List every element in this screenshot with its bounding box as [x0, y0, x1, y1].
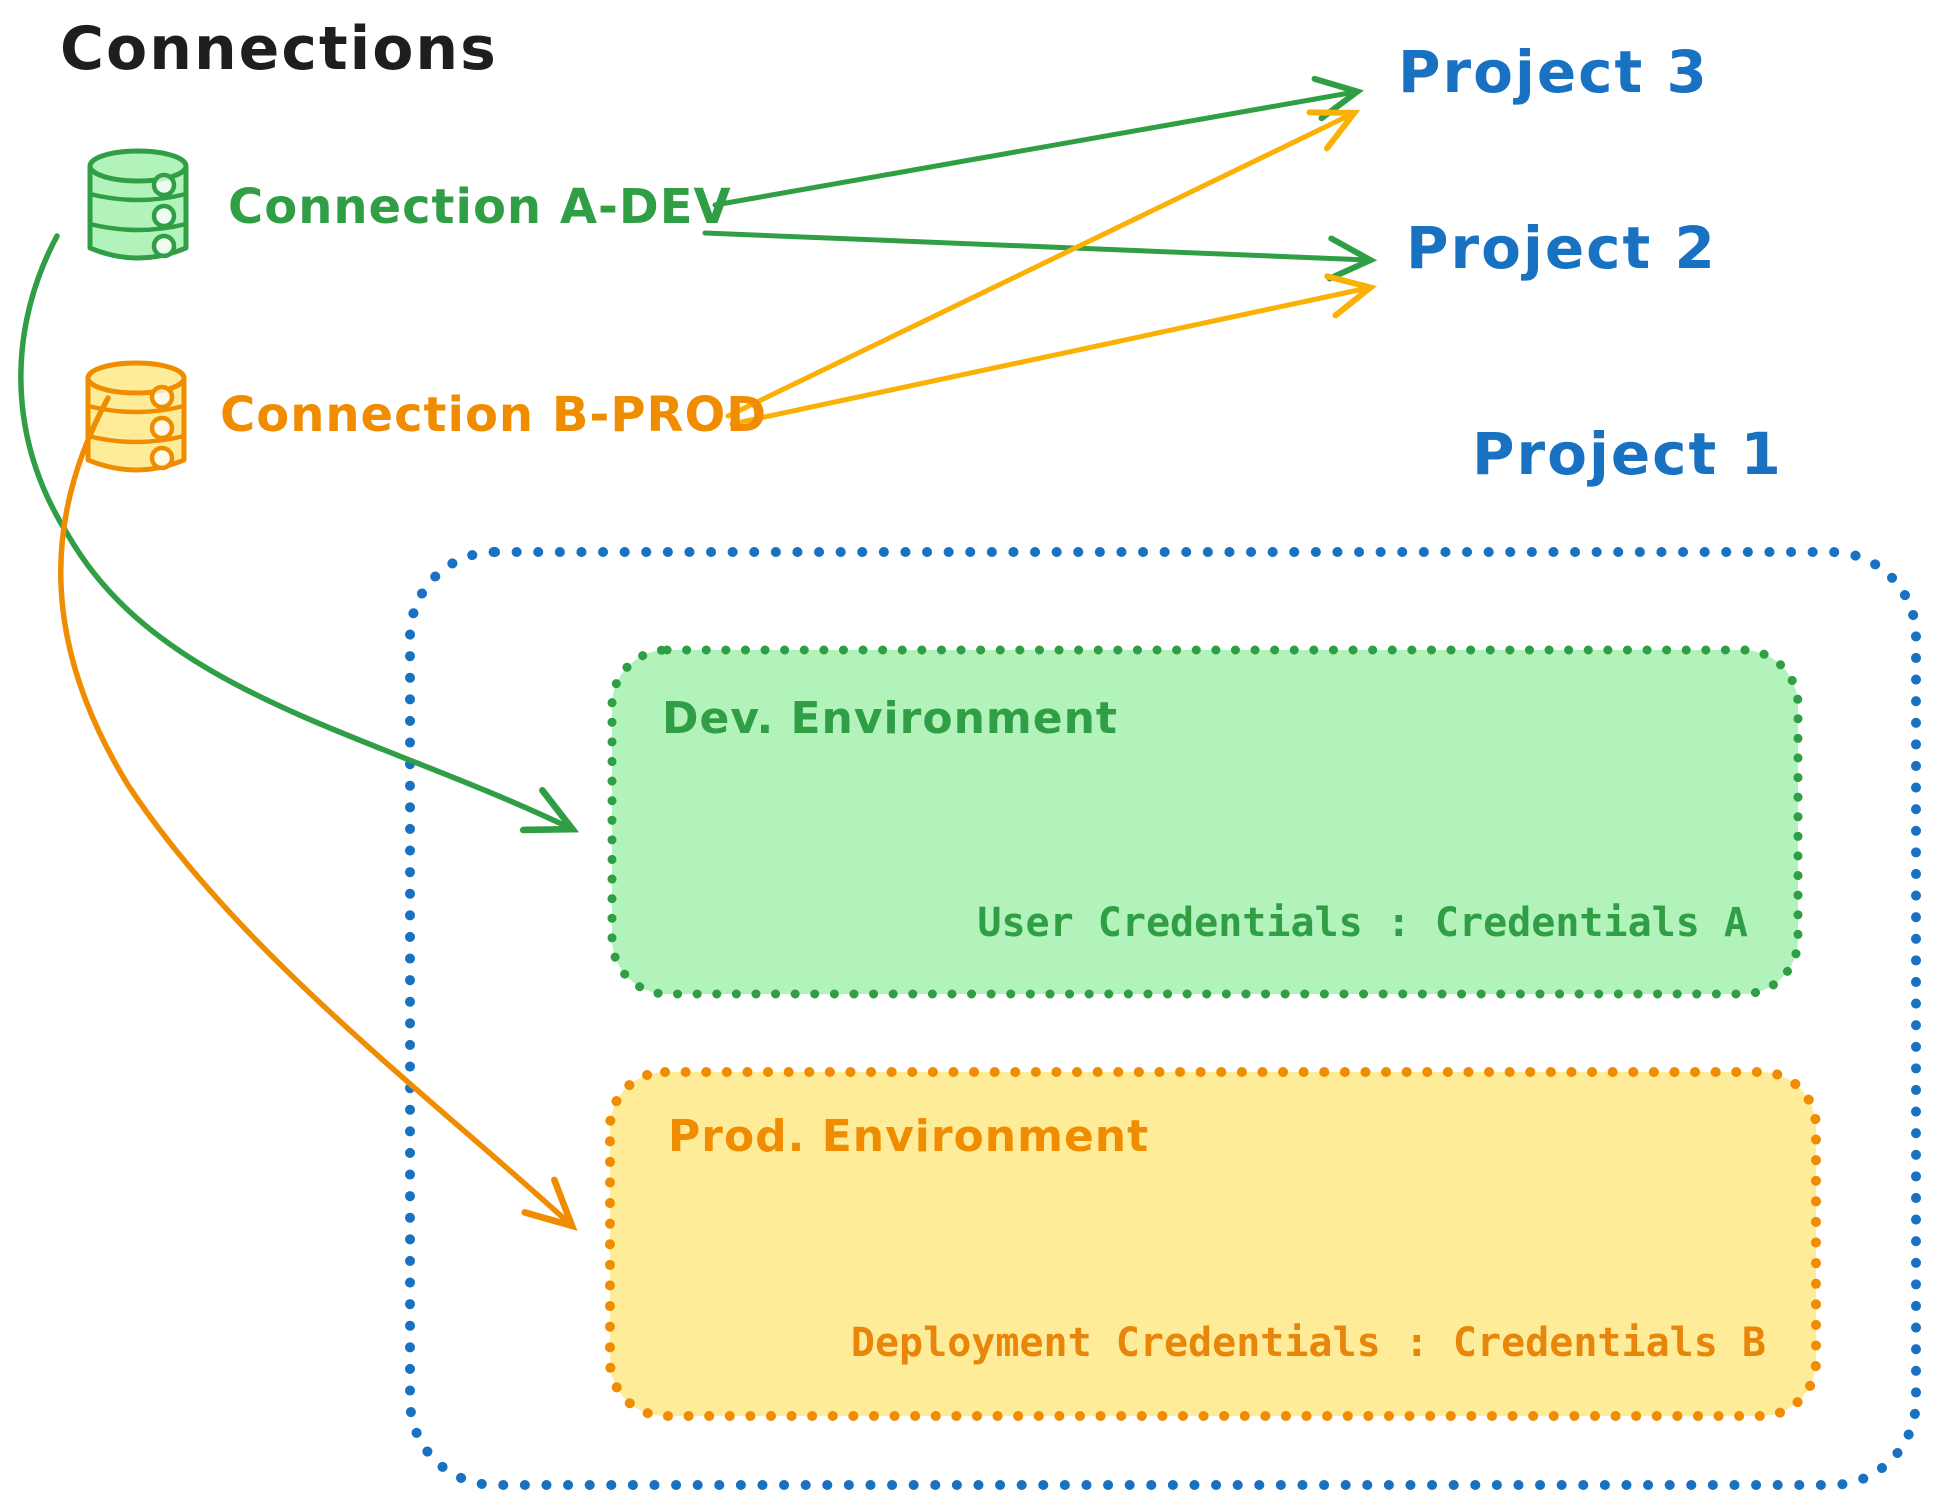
prod-environment-title: Prod. Environment	[668, 1111, 1150, 1162]
project-1-label: Project 1	[1472, 420, 1783, 488]
arrow-b-prod-to-prod-environment	[58, 395, 578, 1231]
arrow-a-dev-to-project-3	[712, 75, 1365, 208]
project-2-label: Project 2	[1406, 214, 1717, 282]
arrow-a-dev-to-dev-environment	[18, 233, 580, 834]
dev-environment-box	[607, 645, 1803, 999]
project-3-label: Project 3	[1398, 38, 1709, 106]
prod-environment-credentials: Deployment Credentials : Credentials B	[850, 1320, 1766, 1366]
arrow-b-prod-to-project-2	[729, 273, 1378, 427]
arrow-a-dev-to-project-2	[702, 230, 1378, 282]
dev-environment-credentials: User Credentials : Credentials A	[977, 900, 1748, 946]
dev-environment-title: Dev. Environment	[662, 693, 1118, 744]
arrow-b-prod-to-project-3	[725, 109, 1361, 419]
database-icon-a-dev	[87, 148, 189, 261]
diagram-title: Connections	[60, 14, 498, 84]
prod-environment-box	[605, 1067, 1821, 1421]
connection-a-dev-label: Connection A-DEV	[228, 179, 732, 235]
database-icon-b-prod	[85, 360, 187, 473]
connection-b-prod-label: Connection B-PROD	[220, 387, 768, 443]
project-1-boundary	[405, 547, 1921, 1490]
